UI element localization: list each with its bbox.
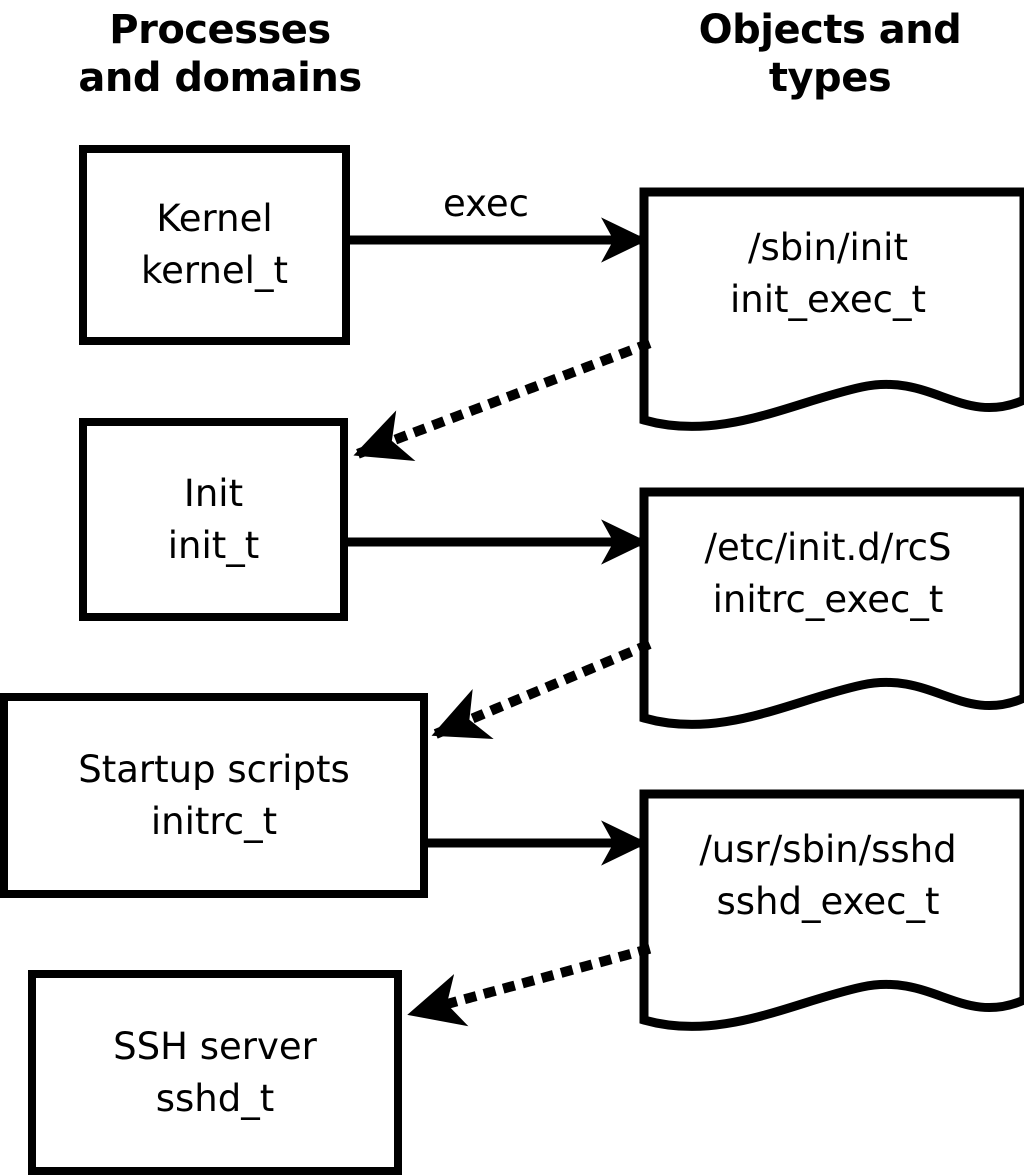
document-shape-icon: [639, 487, 1024, 729]
column-header-processes-and-domains: Processes and domains: [78, 7, 362, 101]
document-shape-icon: [639, 187, 1024, 431]
process-box-kernel-type: kernel_t: [141, 249, 288, 292]
object-doc-sbin-init[interactable]: /sbin/init init_exec_t: [632, 182, 1024, 438]
column-header-objects-and-types: Objects and types: [698, 7, 962, 101]
process-box-ssh-server[interactable]: SSH server sshd_t: [28, 970, 402, 1175]
object-doc-etc-initd-rcs[interactable]: /etc/init.d/rcS initrc_exec_t: [632, 482, 1024, 736]
process-box-startup-scripts[interactable]: Startup scripts initrc_t: [0, 693, 428, 898]
process-box-init[interactable]: Init init_t: [79, 418, 348, 621]
object-doc-usr-sbin-sshd[interactable]: /usr/sbin/sshd sshd_exec_t: [632, 784, 1024, 1038]
process-box-kernel[interactable]: Kernel kernel_t: [79, 145, 350, 345]
edge-initrc-exec-to-initrc: [431, 639, 652, 740]
process-box-init-type: init_t: [167, 523, 260, 567]
edge-init-exec-to-init: [353, 338, 652, 461]
process-box-startup-scripts-type: initrc_t: [150, 799, 278, 843]
process-box-init-name: Init: [183, 471, 244, 515]
process-box-ssh-server-name: SSH server: [113, 1024, 317, 1068]
document-shape-icon: [639, 789, 1024, 1031]
process-box-startup-scripts-name: Startup scripts: [78, 747, 350, 791]
edge-label-exec: exec: [443, 182, 529, 225]
edge-sshd-exec-to-sshd: [407, 943, 652, 1027]
process-box-ssh-server-type: sshd_t: [155, 1076, 275, 1120]
process-box-kernel-name: Kernel: [156, 197, 273, 240]
